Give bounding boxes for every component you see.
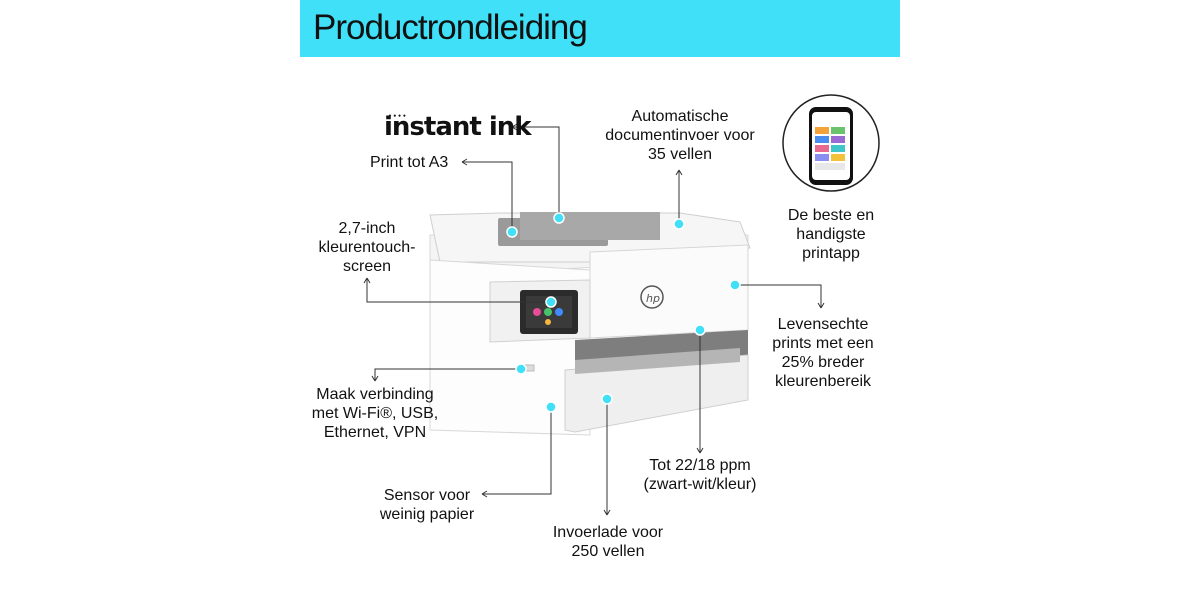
callout-touchscreen: 2,7-inch kleurentouch- screen <box>318 220 416 275</box>
callout-connectivity: Maak verbinding met Wi-Fi®, USB, Etherne… <box>311 386 439 441</box>
printer-body: hp <box>429 212 751 436</box>
instant-ink-logo-text: instant ink <box>384 112 532 142</box>
callout-input-tray: Invoerlade voor 250 vellen <box>552 524 664 560</box>
logo-dots-icon: •••• <box>388 113 408 120</box>
callout-speed: Tot 22/18 ppm (zwart-wit/kleur) <box>643 457 757 493</box>
callout-printapp: De beste en handigste printapp <box>787 207 875 262</box>
callout-prints: Levensechte prints met een 25% breder kl… <box>772 316 874 390</box>
callout-print-a3: Print tot A3 <box>370 154 449 171</box>
printapp-phone-illustration <box>782 94 880 192</box>
instant-ink-logo: •••• instant ink <box>384 112 532 142</box>
callout-dots <box>506 212 741 413</box>
callout-paper-sensor: Sensor voor weinig papier <box>379 487 475 523</box>
svg-text:hp: hp <box>646 292 660 305</box>
connector-lines <box>363 123 825 516</box>
callout-adf: Automatische documentinvoer voor 35 vell… <box>605 108 755 163</box>
page-title: Productrondleiding <box>313 8 588 47</box>
header-banner: Productrondleiding <box>300 0 900 57</box>
